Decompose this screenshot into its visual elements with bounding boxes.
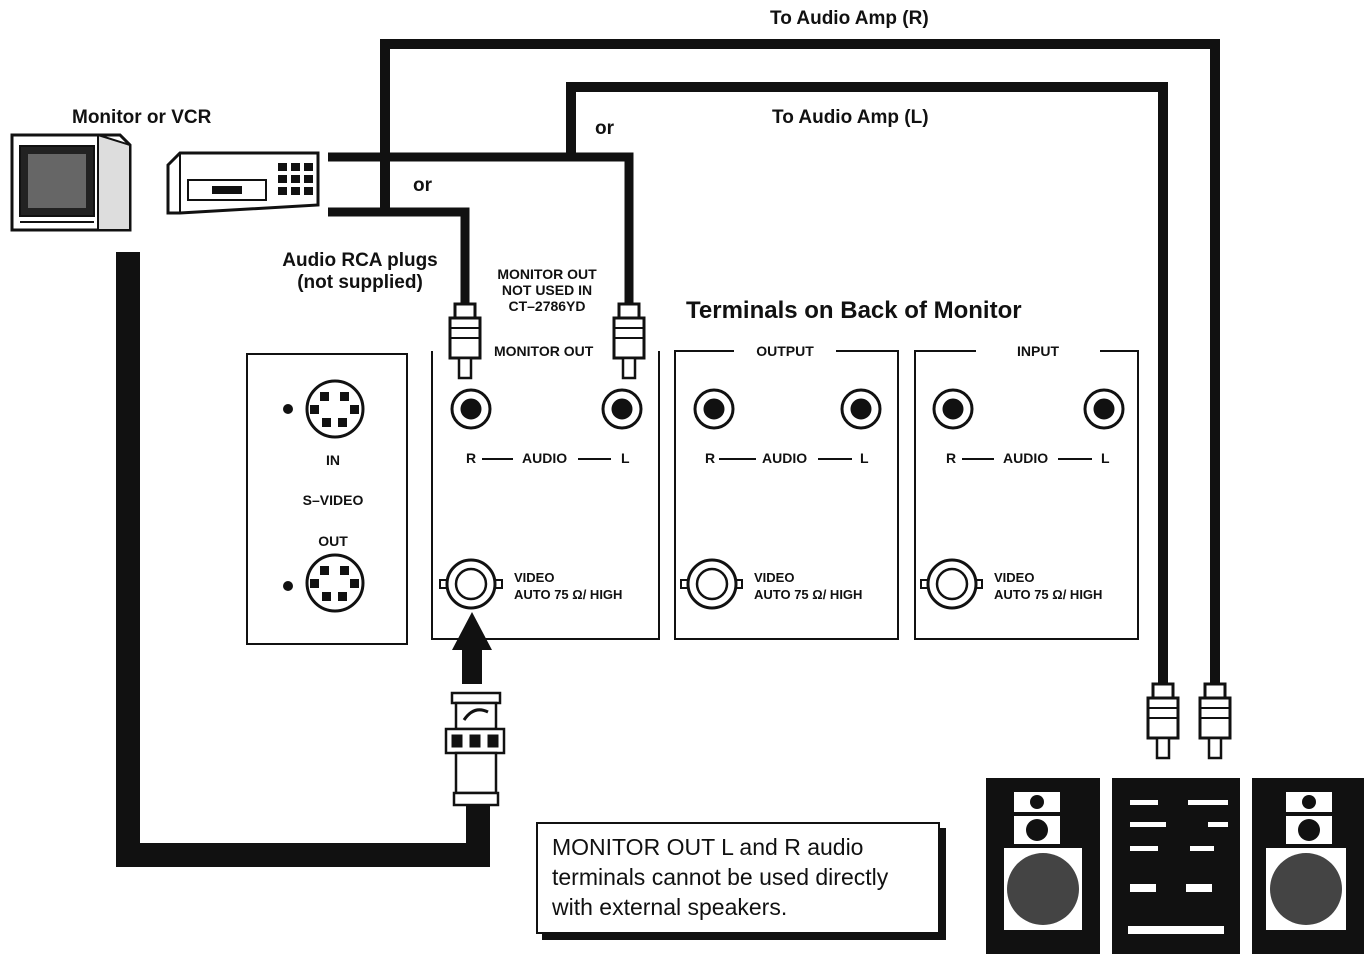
rca-plug-l	[612, 302, 646, 380]
monitor-icon	[10, 133, 132, 232]
terminal-header-input: INPUT	[1017, 343, 1059, 359]
label-rca-plugs-line2: (not supplied)	[297, 272, 423, 293]
svideo-panel	[246, 353, 408, 645]
svideo-in-jack	[283, 379, 365, 439]
label-monitor-out-not-used: MONITOR OUT NOT USED IN CT–2786YD	[482, 266, 612, 314]
warning-note-line1: MONITOR OUT L and R audio	[552, 834, 864, 860]
video-label: VIDEO	[754, 570, 795, 585]
cable-to-monitor-out-l	[328, 152, 634, 306]
rca-plug-r	[448, 302, 482, 380]
audio-label: AUDIO	[522, 450, 568, 466]
bnc-jack	[920, 558, 983, 610]
video-label: VIDEO	[994, 570, 1035, 585]
audio-l-label: L	[1101, 450, 1110, 466]
bnc-jack	[680, 558, 743, 610]
label-audio-amp-right: To Audio Amp (R)	[770, 8, 929, 29]
label-rca-plugs-line1: Audio RCA plugs	[282, 250, 438, 271]
label-audio-amp-left: To Audio Amp (L)	[772, 107, 929, 128]
video-cable	[116, 252, 490, 867]
audio-jack	[932, 388, 974, 430]
audio-r-label: R	[705, 450, 716, 466]
warning-note-box: MONITOR OUT L and R audio terminals cann…	[536, 822, 940, 934]
label-monitor-out-not-used-3: CT–2786YD	[508, 298, 586, 314]
terminal-box-input	[914, 350, 1139, 640]
warning-note-line3: with external speakers.	[552, 894, 788, 920]
speaker-left-icon	[986, 778, 1100, 954]
audio-l-label: L	[860, 450, 869, 466]
warning-note-line2: terminals cannot be used directly	[552, 864, 889, 890]
up-arrow-icon	[452, 612, 492, 684]
audio-r-label: R	[466, 450, 477, 466]
svideo-in-label: IN	[326, 452, 340, 468]
audio-label: AUDIO	[1003, 450, 1049, 466]
rca-plug-amp-r	[1198, 682, 1232, 760]
audio-jack	[1083, 388, 1125, 430]
audio-jack	[601, 388, 643, 430]
rca-plug-amp-l	[1146, 682, 1180, 760]
bnc-jack	[439, 558, 503, 610]
audio-label: AUDIO	[762, 450, 808, 466]
terminal-header-monitor-out: MONITOR OUT	[492, 343, 596, 359]
bnc-plug	[444, 691, 506, 807]
video-impedance-label: AUTO 75 Ω/ HIGH	[994, 587, 1103, 602]
label-or-top: or	[595, 118, 614, 139]
svideo-out-label: OUT	[318, 533, 348, 549]
terminal-box-output	[674, 350, 899, 640]
label-monitor-out-not-used-1: MONITOR OUT	[497, 266, 597, 282]
video-label: VIDEO	[514, 570, 555, 585]
label-terminals-title: Terminals on Back of Monitor	[686, 297, 1022, 324]
audio-r-label: R	[946, 450, 957, 466]
speaker-right-icon	[1252, 778, 1364, 954]
amplifier-icon	[1112, 778, 1240, 954]
terminal-box-monitor-out	[431, 351, 660, 640]
svideo-name-label: S–VIDEO	[302, 492, 364, 508]
cable-audio-right	[380, 39, 1220, 693]
audio-l-label: L	[621, 450, 630, 466]
audio-jacks	[450, 388, 1125, 430]
cable-audio-left	[566, 82, 1168, 693]
video-impedance-label: AUTO 75 Ω/ HIGH	[514, 587, 623, 602]
video-impedance-label: AUTO 75 Ω/ HIGH	[754, 587, 863, 602]
vcr-icon	[166, 151, 320, 215]
label-rca-plugs: Audio RCA plugs (not supplied)	[265, 250, 455, 294]
label-monitor-or-vcr: Monitor or VCR	[72, 107, 212, 128]
cable-to-monitor-out-r	[328, 207, 470, 306]
terminal-header-output: OUTPUT	[756, 343, 814, 359]
svideo-out-jack	[283, 553, 365, 613]
audio-jack	[450, 388, 492, 430]
video-jacks	[439, 558, 983, 610]
audio-jack	[693, 388, 735, 430]
label-or-left: or	[413, 175, 432, 196]
label-monitor-out-not-used-2: NOT USED IN	[501, 282, 593, 298]
audio-jack	[840, 388, 882, 430]
